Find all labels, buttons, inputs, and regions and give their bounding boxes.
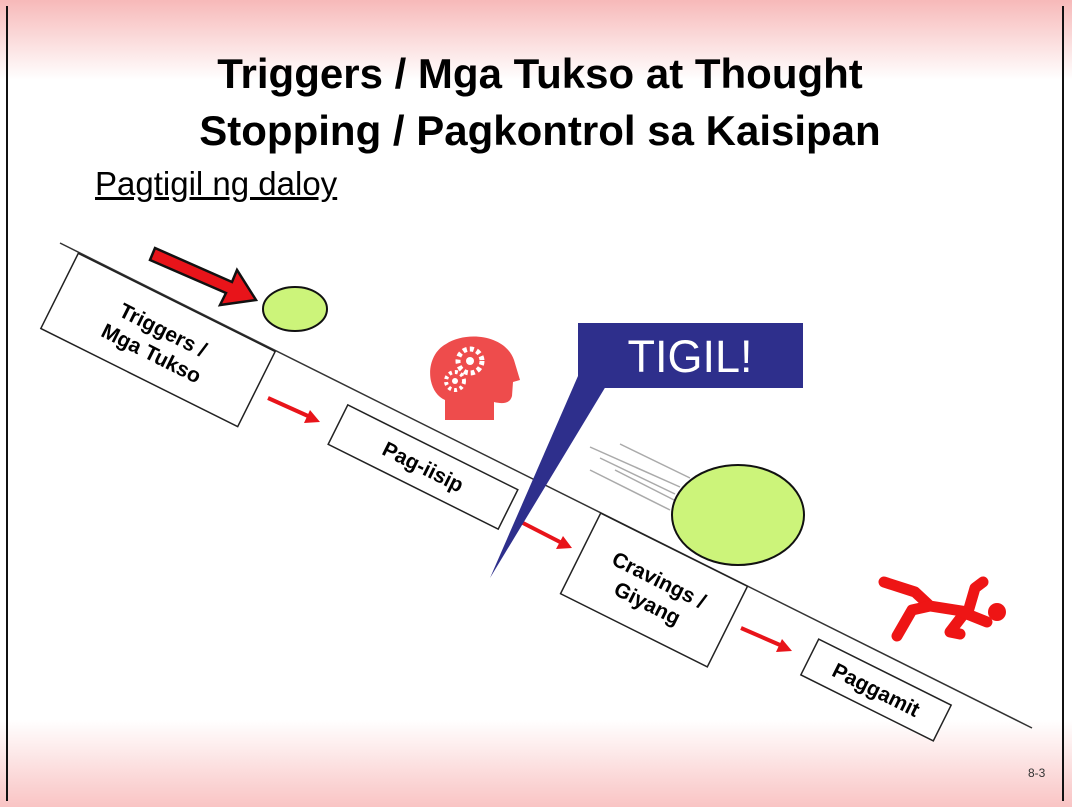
running-figure-icon: [878, 576, 1006, 642]
head-gears-icon: [430, 336, 520, 420]
slope-line: [59, 242, 1033, 729]
slide-title-line2: Stopping / Pagkontrol sa Kaisipan: [199, 107, 881, 154]
stop-callout-label: TIGIL!: [627, 331, 752, 382]
small-green-ball: [262, 286, 328, 332]
slide-subtitle: Pagtigil ng daloy: [95, 165, 338, 202]
flow-arrow-2: [520, 520, 572, 549]
slide-title-line1: Triggers / Mga Tukso at Thought: [217, 50, 863, 97]
speed-lines: [589, 443, 691, 511]
stop-callout: TIGIL!: [490, 323, 803, 578]
flow-arrow-1: [267, 396, 320, 423]
slide-frame: [6, 6, 1064, 801]
large-green-ball: [671, 464, 805, 566]
step-box-cravings: Cravings / Giyang: [559, 512, 749, 668]
flow-arrow-3: [740, 626, 792, 652]
page-number: 8-3: [1028, 766, 1046, 780]
step-box-paggamit: Paggamit: [799, 638, 953, 742]
step-box-triggers: Triggers / Mga Tukso: [39, 252, 277, 428]
big-red-arrow-icon: [148, 246, 259, 307]
